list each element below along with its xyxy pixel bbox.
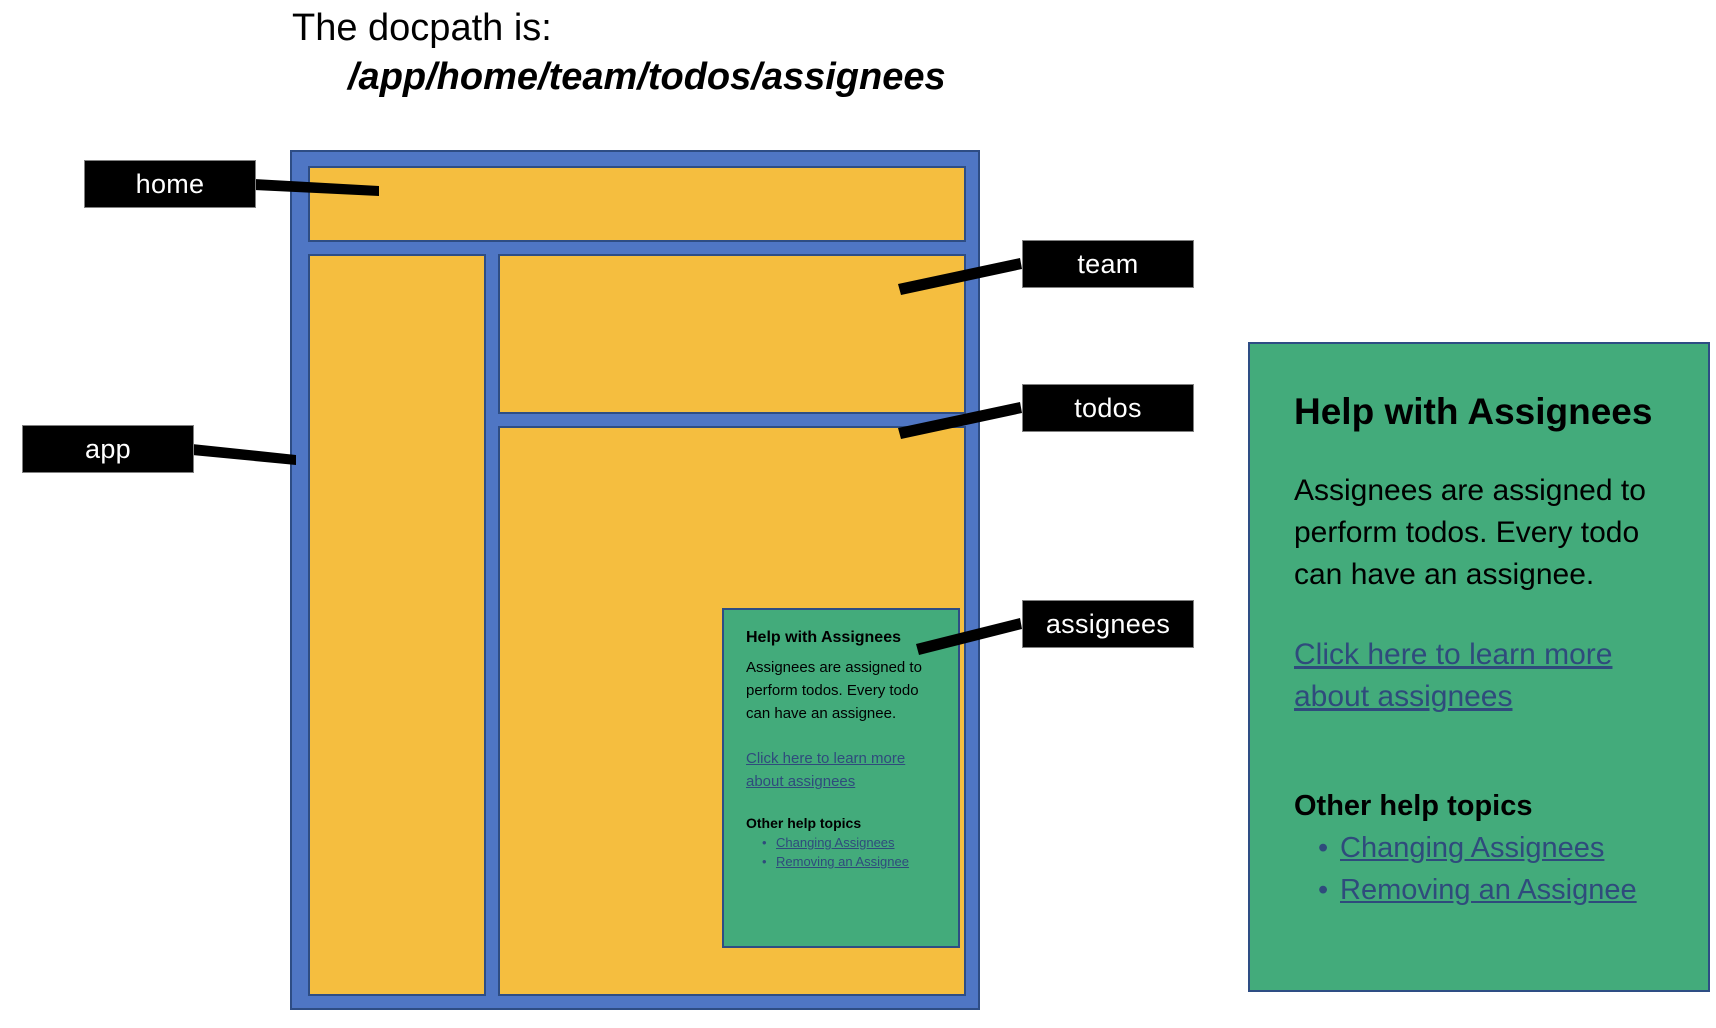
page-title: The docpath is: /app/home/team/todos/ass… xyxy=(292,4,1292,102)
list-item[interactable]: Changing Assignees xyxy=(1318,827,1668,869)
list-item[interactable]: Removing an Assignee xyxy=(762,852,938,871)
help-panel-other-topics-heading: Other help topics xyxy=(1294,790,1533,822)
wireframe-panel-app-sidebar[interactable] xyxy=(308,254,486,996)
help-panel-body: Assignees are assigned to perform todos.… xyxy=(1294,474,1646,591)
help-panel-topic-list: Changing Assignees Removing an Assignee xyxy=(1294,827,1668,911)
callout-label-assignees[interactable]: assignees xyxy=(1022,600,1194,648)
app-wireframe: Help with Assignees Assignees are assign… xyxy=(290,150,980,1010)
list-item[interactable]: Removing an Assignee xyxy=(1318,869,1668,911)
wireframe-panel-todos[interactable]: Help with Assignees Assignees are assign… xyxy=(498,426,966,996)
help-panel-learn-more-link[interactable]: Click here to learn more about assignees xyxy=(1294,638,1613,713)
help-topic-link-changing-assignees[interactable]: Changing Assignees xyxy=(1340,832,1605,864)
wireframe-panel-home[interactable] xyxy=(308,166,966,242)
inner-help-card-learn-more-link[interactable]: Click here to learn more about assignees xyxy=(746,750,906,790)
help-panel-title: Help with Assignees xyxy=(1294,391,1653,432)
docpath-value-text: /app/home/team/todos/assignees xyxy=(348,56,946,98)
help-panel-assignees: Help with Assignees Assignees are assign… xyxy=(1248,342,1710,992)
docpath-intro-text: The docpath is: xyxy=(292,7,552,49)
inner-help-topic-link-changing-assignees[interactable]: Changing Assignees xyxy=(776,835,895,850)
inner-help-topic-link-removing-an-assignee[interactable]: Removing an Assignee xyxy=(776,854,909,869)
inner-help-card-title: Help with Assignees xyxy=(746,629,901,646)
leader-line-app xyxy=(192,444,296,465)
inner-help-card-assignees: Help with Assignees Assignees are assign… xyxy=(722,608,960,948)
callout-label-todos[interactable]: todos xyxy=(1022,384,1194,432)
help-topic-link-removing-an-assignee[interactable]: Removing an Assignee xyxy=(1340,874,1637,906)
list-item[interactable]: Changing Assignees xyxy=(762,833,938,852)
callout-label-home[interactable]: home xyxy=(84,160,256,208)
inner-help-card-other-topics-heading: Other help topics xyxy=(746,815,862,831)
callout-label-app[interactable]: app xyxy=(22,425,194,473)
inner-help-card-topic-list: Changing Assignees Removing an Assignee xyxy=(746,833,938,871)
wireframe-panel-team[interactable] xyxy=(498,254,966,414)
inner-help-card-body: Assignees are assigned to perform todos.… xyxy=(746,659,922,722)
callout-label-team[interactable]: team xyxy=(1022,240,1194,288)
